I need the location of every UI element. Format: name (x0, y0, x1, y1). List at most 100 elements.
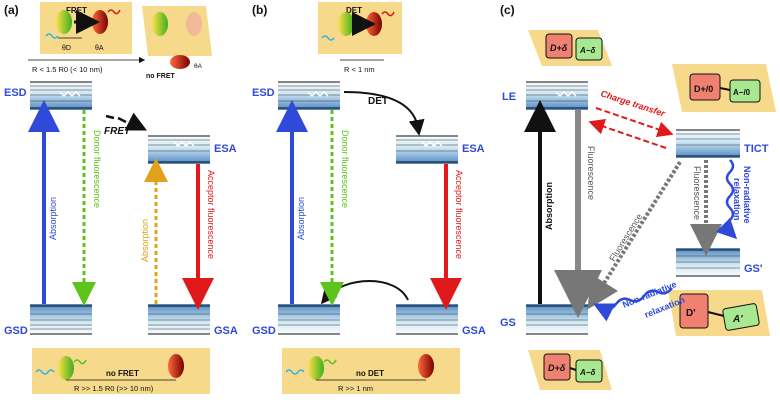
box-gs-a: A−δ (579, 368, 595, 377)
le-label: LE (502, 91, 516, 103)
box-top-d: D+δ (550, 43, 568, 53)
donor-molecule-2 (152, 12, 168, 36)
excitation-wave-bottom (35, 369, 55, 375)
gs-prime-bond (707, 311, 725, 317)
acceptor-ghost (186, 12, 202, 36)
det-top-label: DET (346, 6, 362, 15)
gs-prime-label: GS' (744, 263, 763, 275)
gs-d-label-b: GSD (252, 325, 276, 337)
le-level (526, 80, 588, 110)
le-donor-block (545, 33, 573, 59)
tict-fluor-vert-label: Fluorescence (692, 166, 702, 220)
theta-a-label: θA (95, 45, 104, 52)
es-a-label-b: ESA (462, 143, 485, 155)
det-arrow-label: DET (368, 96, 388, 107)
es-a-level (148, 134, 210, 164)
gs-a-label-b: GSA (462, 325, 486, 337)
gs-d-level (30, 304, 92, 336)
gs-prime-donor-block (679, 293, 709, 329)
gs-a-level-b (396, 304, 458, 336)
nonrad-tict-label-2: relaxation (732, 178, 742, 221)
es-d-label-b: ESD (252, 87, 275, 99)
no-det-label: no DET (356, 369, 384, 378)
nonrad-tict-arrow (715, 159, 738, 240)
no-fret-side-label: no FRET (146, 73, 175, 80)
donor-fluor-label: Donor fluorescence (92, 130, 102, 208)
excitation-wave-b (321, 35, 335, 41)
gs-d-level-b (278, 304, 340, 336)
panel-a-tag: (a) (4, 3, 19, 17)
absorption-b-label: Absorption (296, 197, 306, 240)
es-d-level-b (278, 80, 340, 110)
relaxation-zigzag-a-b (421, 140, 443, 148)
box-gsp-d: D' (686, 308, 696, 319)
acceptor-fluor-label: Acceptor fluorescence (206, 170, 216, 259)
relaxation-zigzag-d (59, 90, 81, 98)
distance-bottom-label: R >> 1.5 R0 (>> 10 nm) (74, 384, 154, 393)
es-a-level-b (396, 134, 458, 164)
donor-molecule (56, 10, 72, 34)
relaxation-zigzag-a (173, 140, 195, 148)
es-d-label: ESD (4, 87, 27, 99)
charge-transfer-label: Charge transfer (599, 88, 666, 118)
tict-bond (719, 87, 731, 91)
distance-bottom-label-b: R >> 1 nm (338, 384, 373, 393)
distance-top-label-b: R < 1 nm (344, 65, 375, 74)
donor-molecule-b (338, 12, 354, 36)
det-excited-arrow (343, 91, 425, 136)
acceptor-molecule-b-bottom (418, 354, 434, 378)
det-ground-arrow (320, 280, 409, 305)
no-fret-box (142, 6, 212, 56)
relaxation-zigzag-d-b (307, 90, 329, 98)
es-a-label: ESA (214, 143, 237, 155)
box-gs-d: D+δ (548, 363, 566, 373)
fret-arrow-label: FRET (104, 126, 131, 137)
relaxation-zigzag-le (555, 90, 577, 98)
no-fret-bottom-label: no FRET (106, 369, 139, 378)
theta-d-label: θD (62, 45, 71, 52)
theta-a2-label: θA (194, 63, 203, 70)
gs-donor-block (543, 353, 571, 381)
tict-fluor-diag-label: Fluorescence (607, 212, 644, 263)
box-tict-d: D+/0 (694, 84, 713, 94)
acceptor-molecule-bottom (168, 354, 184, 378)
panel-c-tag: (c) (500, 3, 515, 17)
gs-prime-acceptor-block (722, 303, 760, 331)
donor-molecule-b-bottom (308, 356, 324, 380)
acceptor-rotated (170, 55, 190, 69)
tict-acceptor-block (729, 79, 761, 103)
absorption-a-label: Absorption (140, 219, 150, 262)
le-acceptor-block (575, 37, 603, 61)
donor-emission-wave-b (323, 359, 337, 365)
donor-emission-wave (73, 359, 87, 365)
charge-transfer-forward (595, 107, 674, 137)
le-fluor-label: Fluorescence (586, 146, 596, 200)
acceptor-fluor-label-b: Acceptor fluorescence (454, 170, 464, 259)
gs-bond (569, 367, 577, 371)
nonrad-gs-arrow (593, 287, 673, 322)
excitation-wave (45, 33, 59, 39)
donor-fluor-label-b: Donor fluorescence (340, 130, 350, 208)
acceptor-molecule-b (366, 12, 382, 36)
panel-a: (a) FRET θD θA R < 1.5 R0 (< 10 nm) no F… (4, 2, 238, 394)
excitation-wave-b-bottom (285, 369, 305, 375)
nonrad-tict-label-1: Non-radiative (742, 166, 752, 224)
emission-wave (107, 9, 121, 15)
fret-arrow (105, 116, 138, 126)
donor-molecule-bottom (58, 356, 74, 380)
gs-prime-level (676, 248, 740, 278)
panel-b: (b) DET R < 1 nm ESD ESA (252, 2, 486, 394)
gs-acceptor-block (575, 359, 603, 383)
tict-donor-block (689, 73, 721, 101)
box-top-a: A−δ (579, 46, 595, 55)
panel-b-tag: (b) (252, 3, 267, 17)
acceptor-molecule (92, 10, 108, 34)
absorption-d-label: Absorption (48, 197, 58, 240)
charge-transfer-back (588, 119, 667, 149)
gs-d-label: GSD (4, 325, 28, 337)
gs-a-label: GSA (214, 325, 238, 337)
emission-wave-b (381, 11, 395, 17)
panel-c: (c) D+δ A−δ D+/0 A−/0 LE (500, 3, 776, 390)
